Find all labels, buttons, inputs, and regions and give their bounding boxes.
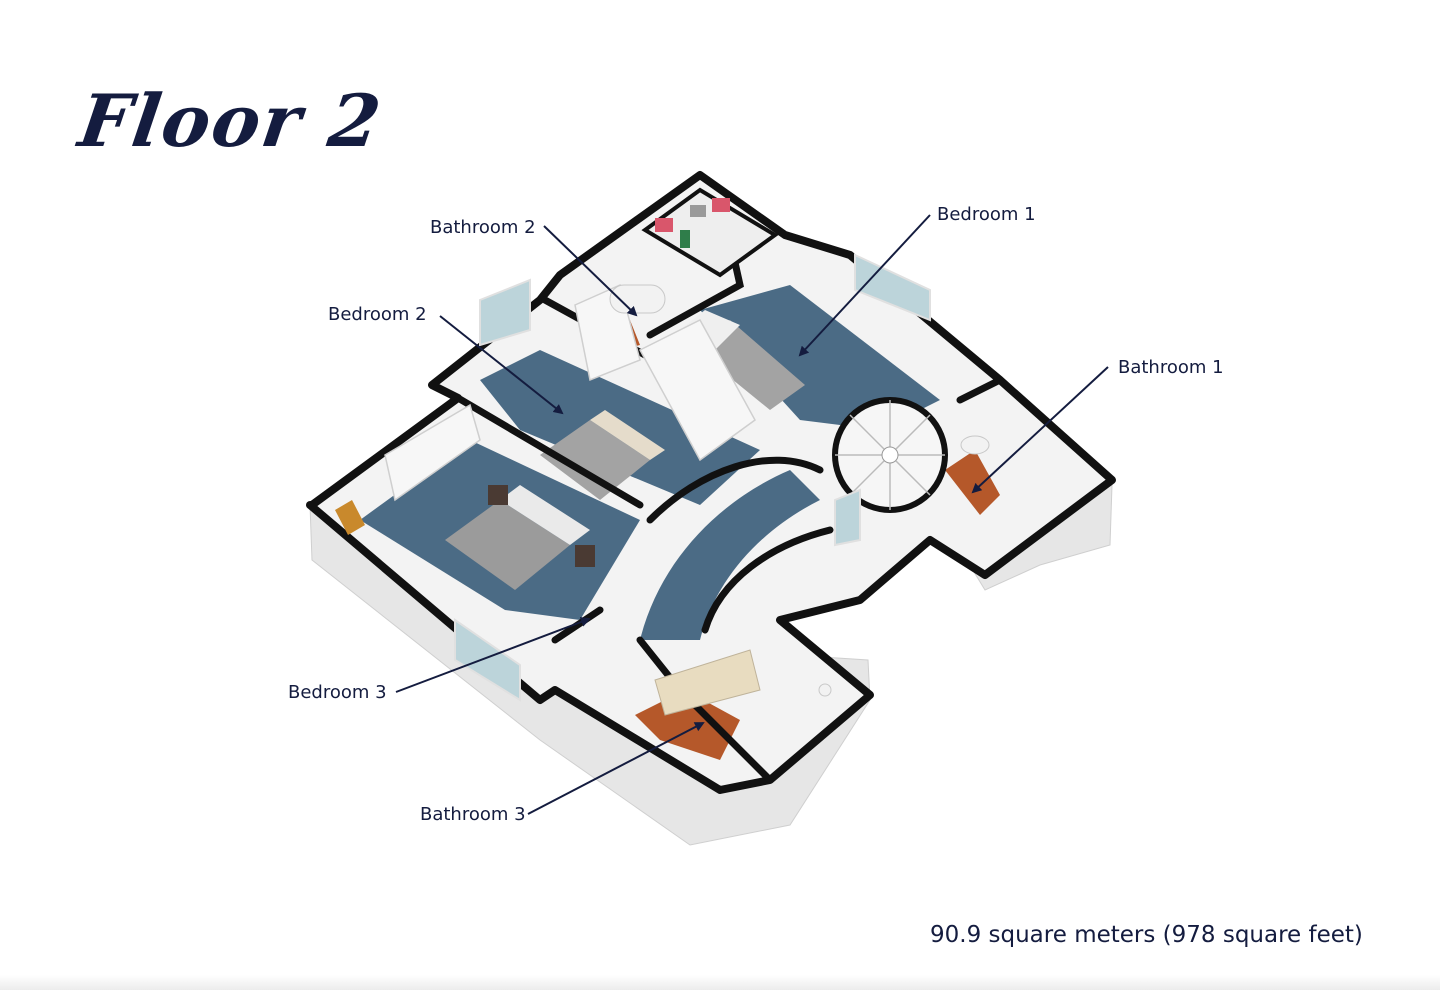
arrow-bedroom-1 [798, 214, 931, 357]
bed-bedroom-1 [680, 310, 805, 410]
arrow-bathroom-3 [527, 722, 705, 815]
label-bedroom-2: Bedroom 2 [328, 304, 427, 325]
bathroom-fixtures [609, 284, 990, 716]
arrow-bathroom-1 [971, 366, 1109, 494]
annotation-arrows [395, 214, 1109, 815]
spiral-staircase [832, 397, 948, 513]
label-bedroom-3: Bedroom 3 [288, 682, 387, 703]
label-bathroom-1: Bathroom 1 [1118, 357, 1224, 378]
arrow-bathroom-2 [543, 225, 638, 317]
page-bottom-edge [0, 975, 1440, 990]
bed-bedroom-3 [445, 485, 595, 590]
arrow-bedroom-3 [395, 617, 591, 693]
arrow-bedroom-2 [439, 315, 564, 415]
label-bedroom-1: Bedroom 1 [937, 204, 1036, 225]
windows [454, 253, 931, 702]
bed-bedroom-2 [540, 410, 665, 500]
label-bathroom-3: Bathroom 3 [420, 804, 526, 825]
walk-in-closet [641, 187, 779, 278]
label-bathroom-2: Bathroom 2 [430, 217, 536, 238]
floor-area-text: 90.9 square meters (978 square feet) [930, 922, 1363, 948]
